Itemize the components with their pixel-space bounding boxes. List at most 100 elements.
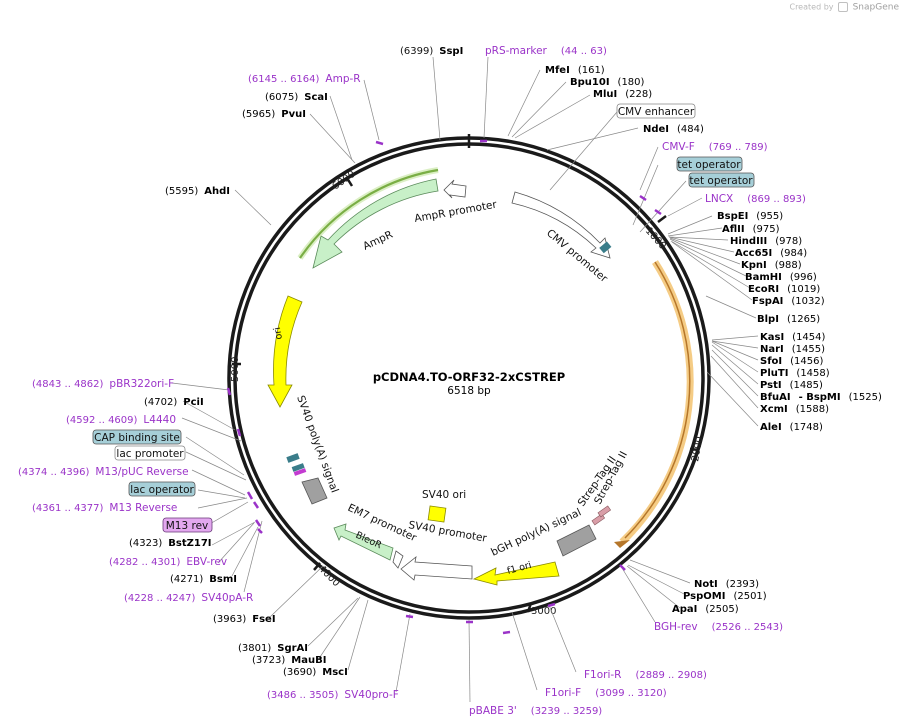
primer-f1ori-r: F1ori-R(2889 .. 2908) [584, 669, 707, 681]
enzyme-mfei: MfeI(161) [545, 65, 605, 76]
cap-site-block [286, 453, 300, 463]
lac-operator-block [291, 463, 305, 472]
enzyme-noti: NotI(2393) [694, 579, 759, 590]
box-lac-promoter-text: lac promoter [116, 448, 184, 460]
orf-arrowhead [614, 540, 630, 548]
enzyme-pvui: (5965)PvuI [242, 109, 306, 120]
box-tet-operator-1 [676, 156, 743, 172]
primer-ebv-rev: (4282 .. 4301)EBV-rev [109, 556, 227, 568]
tick-label-5000: 5000 [230, 357, 241, 382]
enzyme-maubi: (3723)MauBI [252, 655, 326, 666]
sv40-promoter-arrow [400, 556, 473, 581]
tick-label-3000: 3000 [531, 606, 556, 617]
box-lac-operator [128, 481, 196, 497]
box-m13-rev-text: M13 rev [166, 520, 209, 532]
feature-label-amprp: AmpR promoter [413, 199, 498, 225]
enzyme-msci: (3690)MscI [283, 667, 348, 678]
ampr-promoter-arrow [443, 179, 467, 199]
orf-arc-orange-line [624, 261, 691, 539]
primer-l4440: (4592 .. 4609)L4440 [66, 414, 176, 426]
f1-ori-arrow [472, 561, 560, 586]
box-cap-binding-site [92, 429, 182, 445]
box-lac-operator-text: lac operator [130, 484, 194, 496]
enzyme-sfoi: SfoI(1456) [760, 356, 824, 367]
enzyme-acc65i: Acc65I(984) [735, 248, 807, 259]
enzyme-nari: NarI(1455) [760, 344, 825, 355]
enzyme-labels: (6399)SspI MfeI(161) Bpu10I(180) MluI(22… [129, 46, 882, 678]
box-tet-operator-1-text: tet operator [677, 159, 741, 171]
enzyme-hindiii: HindIII(978) [730, 236, 802, 247]
scale-ticks [232, 177, 700, 613]
enzyme-bamhi: BamHI(996) [745, 272, 817, 283]
primer-bgh-rev: BGH-rev(2526 .. 2543) [654, 621, 783, 633]
primer-lncx: LNCX(869 .. 893) [705, 193, 806, 205]
ampr-arrow [312, 178, 439, 269]
box-lac-promoter [114, 445, 186, 461]
primer-sv40pro-f: (3486 .. 3505)SV40pro-F [267, 689, 399, 701]
enzyme-bstz17i: (4323)BstZ17I [129, 538, 212, 549]
feature-label-sv40pro: SV40 promoter [407, 519, 488, 545]
box-tet-operator-2 [688, 172, 755, 188]
primer-prs-marker: pRS-marker(44 .. 63) [485, 45, 607, 57]
enzyme-alei: AleI(1748) [760, 422, 823, 433]
enzyme-psti: PstI(1485) [760, 380, 823, 391]
enzyme-bfuai: BfuAI- BspMI(1525) [760, 392, 882, 403]
enzyme-kpni: KpnI(988) [741, 260, 802, 271]
enzyme-fspai: FspAI(1032) [752, 296, 825, 307]
primer-sv40pa-r: (4228 .. 4247)SV40pA-R [124, 592, 253, 604]
primer-labels: pRS-marker(44 .. 63) (6145 .. 6164)Amp-R… [18, 45, 806, 717]
primer-amp-r: (6145 .. 6164)Amp-R [248, 73, 361, 85]
credit-prefix: Created by [789, 2, 834, 12]
plasmid-size: 6518 bp [447, 385, 491, 397]
box-tet-operator-2-text: tet operator [689, 175, 753, 187]
credit: Created by SnapGene [789, 2, 899, 13]
tick-label-2000: 2000 [690, 436, 705, 463]
enzyme-bspei: BspEI(955) [717, 211, 783, 222]
primer-m13-rev: (4361 .. 4377)M13 Reverse [32, 502, 177, 514]
leader-lines [171, 56, 759, 703]
enzyme-scai: (6075)ScaI [265, 92, 328, 103]
em7-promoter-arrow [392, 550, 404, 569]
enzyme-bsmi: (4271)BsmI [170, 574, 237, 585]
enzyme-pluti: PluTI(1458) [760, 368, 830, 379]
enzyme-mlui: MluI(228) [593, 89, 652, 100]
enzyme-sgrai: (3801)SgrAI [238, 643, 308, 654]
box-cmv-enhancer-text: CMV enhancer [618, 106, 695, 118]
cmv-promoter-arrow [511, 191, 611, 259]
enzyme-apai: ApaI(2505) [672, 604, 739, 615]
credit-brand: SnapGene [852, 2, 899, 13]
feature-label-sv40ori: SV40 ori [422, 489, 466, 501]
box-m13-rev [162, 517, 213, 533]
feature-label-ori: ori [272, 326, 285, 340]
ori-arrow [267, 295, 303, 408]
tick-label-4000: 4000 [316, 563, 342, 589]
enzyme-pspomi: PspOMI(2501) [683, 591, 767, 602]
bgh-polya-block [556, 524, 597, 557]
primer-m13puc-rev: (4374 .. 4396)M13/pUC Reverse [18, 466, 189, 478]
enzyme-ndei: NdeI(484) [643, 124, 704, 135]
primer-pbr322ori-f: (4843 .. 4862)pBR322ori-F [32, 378, 174, 390]
box-cmv-enhancer [616, 103, 696, 119]
enzyme-blpi: BlpI(1265) [757, 314, 820, 325]
bleor-arrow [333, 523, 394, 561]
strep-tag-2 [597, 505, 612, 518]
enzyme-kasi: KasI(1454) [760, 332, 826, 343]
enzyme-aflii: AflII(975) [722, 224, 780, 235]
sv40-ori-block [427, 505, 447, 523]
feature-label-cmv: CMV promoter [544, 227, 610, 285]
ampr-orf-glow [297, 167, 439, 260]
feature-label-ampr: AmpR [361, 229, 395, 253]
enzyme-sspi: (6399)SspI [400, 46, 463, 57]
snapgene-logo-icon [838, 2, 849, 12]
enzyme-bpu10i: Bpu10I(180) [570, 77, 645, 88]
feature-arrows [267, 167, 694, 586]
enzyme-pcii: (4702)PciI [144, 397, 204, 408]
enzyme-xcmi: XcmI(1588) [760, 404, 829, 415]
primer-pbabe3: pBABE 3'(3239 .. 3259) [469, 705, 602, 717]
primer-ticks [226, 139, 662, 635]
primer-f1ori-f: F1ori-F(3099 .. 3120) [545, 687, 667, 699]
enzyme-ecori: EcoRI(1019) [748, 284, 820, 295]
enzyme-ahdi: (5595)AhdI [165, 186, 230, 197]
m13-rev-block [293, 468, 307, 476]
